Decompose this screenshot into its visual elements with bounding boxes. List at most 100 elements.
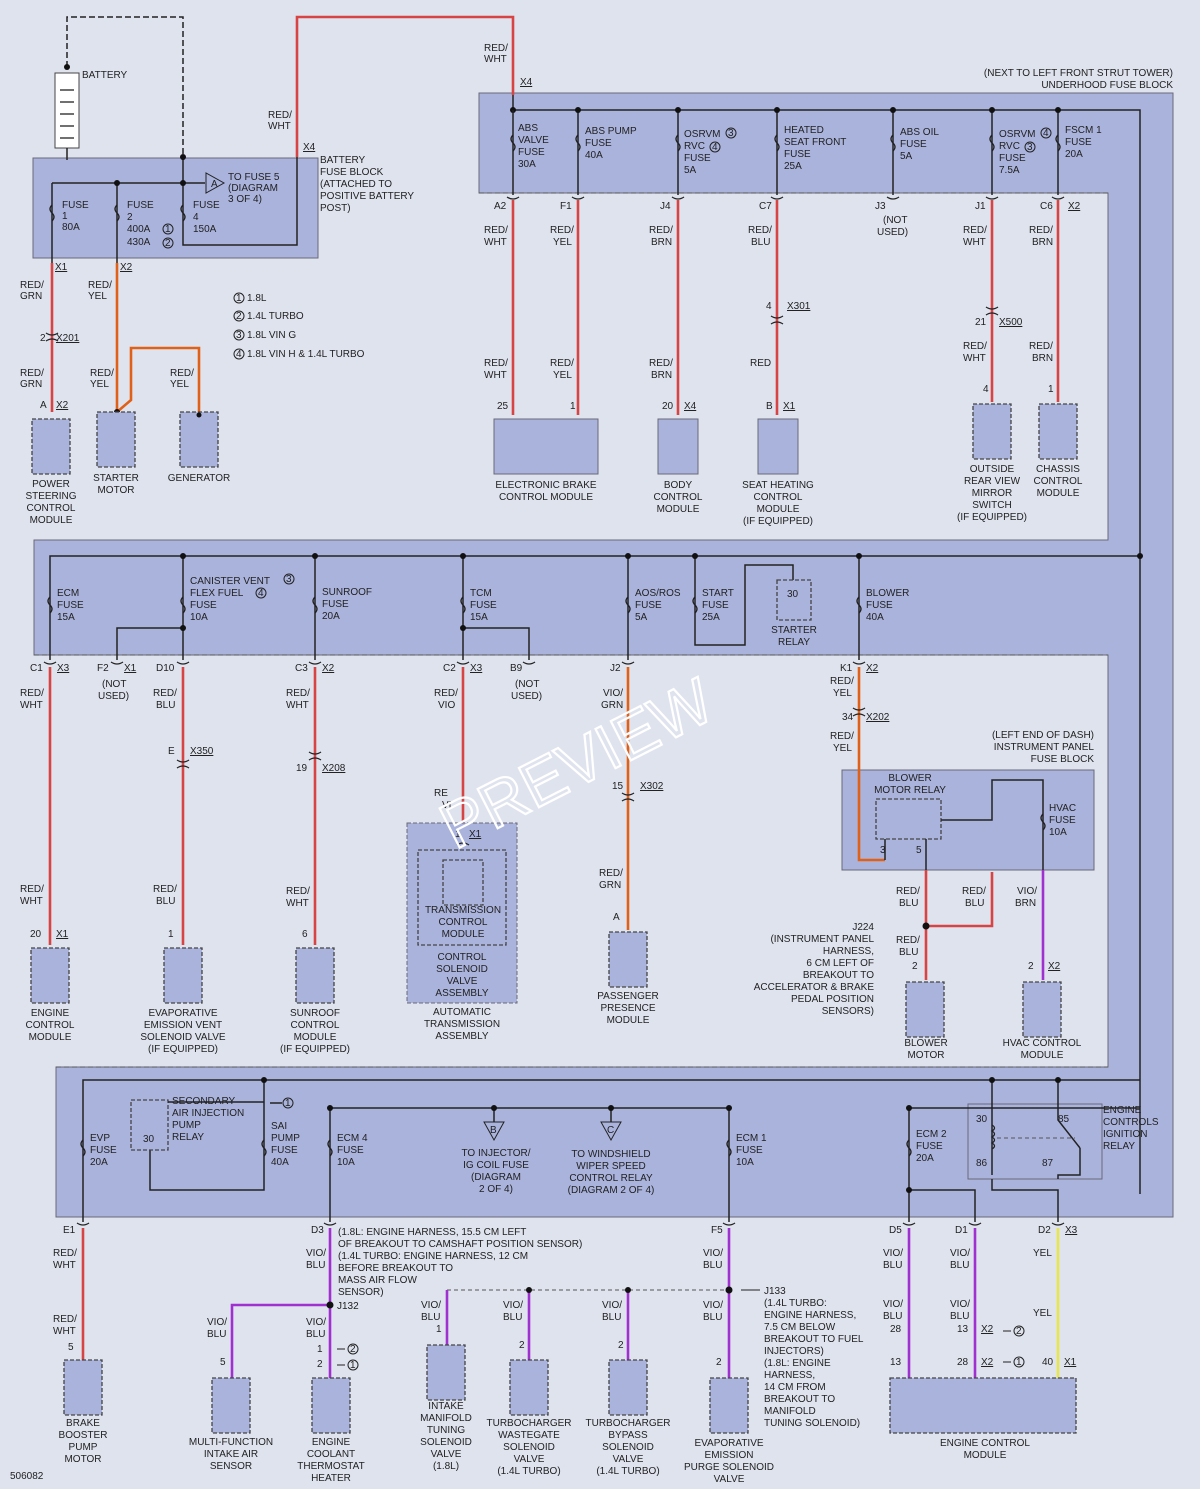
- svg-text:2: 2: [350, 1344, 356, 1355]
- svg-text:4: 4: [712, 142, 718, 153]
- svg-text:1: 1: [455, 829, 461, 840]
- svg-text:5: 5: [916, 845, 922, 856]
- ecir-box: [967, 1103, 1103, 1180]
- svg-text:3: 3: [880, 845, 886, 856]
- svg-text:X4: X4: [520, 77, 533, 88]
- svg-text:21: 21: [975, 317, 987, 328]
- svg-text:F1: F1: [560, 201, 572, 212]
- svg-text:28: 28: [890, 1324, 902, 1335]
- svg-text:20: 20: [30, 929, 42, 940]
- svg-text:4: 4: [983, 384, 989, 395]
- svg-text:85: 85: [1058, 1114, 1070, 1125]
- svg-text:VIO/BLU: VIO/BLU: [883, 1248, 903, 1271]
- svg-text:2: 2: [317, 1359, 323, 1370]
- svg-text:F5: F5: [711, 1225, 723, 1236]
- svg-text:C: C: [607, 1125, 614, 1136]
- svg-text:F2: F2: [97, 663, 109, 674]
- svg-text:1: 1: [570, 401, 576, 412]
- svg-text:3: 3: [286, 574, 292, 585]
- svg-text:A: A: [211, 179, 218, 190]
- svg-text:RED/WHT: RED/WHT: [53, 1248, 77, 1271]
- svg-text:B9: B9: [510, 663, 523, 674]
- svg-text:30: 30: [787, 589, 799, 600]
- svg-text:X2: X2: [981, 1324, 994, 1335]
- svg-text:VIO/BLU: VIO/BLU: [421, 1300, 441, 1323]
- svg-text:B: B: [766, 401, 773, 412]
- svg-text:RED/WHT: RED/WHT: [484, 225, 508, 248]
- svg-text:VIO/BLU: VIO/BLU: [703, 1300, 723, 1323]
- svg-text:YEL: YEL: [1033, 1248, 1052, 1259]
- svg-text:RED/BLU: RED/BLU: [748, 225, 772, 248]
- svg-text:2: 2: [912, 961, 918, 972]
- svg-text:VIO/BLU: VIO/BLU: [602, 1300, 622, 1323]
- svg-text:VIO/BLU: VIO/BLU: [503, 1300, 523, 1323]
- svg-text:1: 1: [1016, 1357, 1022, 1368]
- svg-text:REVI: REVI: [434, 788, 451, 811]
- svg-text:RED/BLU: RED/BLU: [896, 935, 920, 958]
- svg-text:RED/BRN: RED/BRN: [649, 225, 673, 248]
- svg-text:2: 2: [1028, 961, 1034, 972]
- svg-text:X1: X1: [783, 401, 796, 412]
- svg-text:2: 2: [618, 1340, 624, 1351]
- svg-text:2: 2: [165, 238, 171, 249]
- svg-text:D10: D10: [156, 663, 175, 674]
- svg-text:B: B: [490, 1125, 497, 1136]
- svg-text:A: A: [613, 912, 620, 923]
- svg-text:RED/YEL: RED/YEL: [830, 676, 854, 699]
- svg-text:X350: X350: [190, 746, 214, 757]
- svg-text:1: 1: [168, 929, 174, 940]
- svg-text:5: 5: [220, 1357, 226, 1368]
- svg-text:1: 1: [285, 1098, 291, 1109]
- svg-text:2: 2: [519, 1340, 525, 1351]
- svg-text:1: 1: [236, 293, 242, 304]
- svg-text:YEL: YEL: [1033, 1308, 1052, 1319]
- svg-text:A2: A2: [494, 201, 507, 212]
- svg-text:X3: X3: [1065, 1225, 1078, 1236]
- svg-text:VIO/BRN: VIO/BRN: [1015, 886, 1037, 909]
- svg-text:RED/BLU: RED/BLU: [153, 688, 177, 711]
- svg-text:VIO/BLU: VIO/BLU: [950, 1248, 970, 1271]
- svg-text:1: 1: [1048, 384, 1054, 395]
- svg-text:2: 2: [40, 333, 46, 344]
- svg-text:X1: X1: [1064, 1357, 1077, 1368]
- svg-text:2: 2: [236, 311, 242, 322]
- svg-text:X1: X1: [124, 663, 137, 674]
- svg-text:RED/BRN: RED/BRN: [1029, 225, 1053, 248]
- svg-text:RED/YEL: RED/YEL: [550, 225, 574, 248]
- svg-text:RED/BRN: RED/BRN: [1029, 341, 1053, 364]
- svg-text:RED/WHT: RED/WHT: [963, 225, 987, 248]
- svg-text:13: 13: [957, 1324, 969, 1335]
- battery-label: BATTERY: [82, 70, 128, 81]
- underhood-row1: (NEXT TO LEFT FRONT STRUT TOWER) UNDERHO…: [484, 68, 1173, 1194]
- svg-text:20: 20: [662, 401, 674, 412]
- svg-text:RED/GRN: RED/GRN: [20, 368, 44, 390]
